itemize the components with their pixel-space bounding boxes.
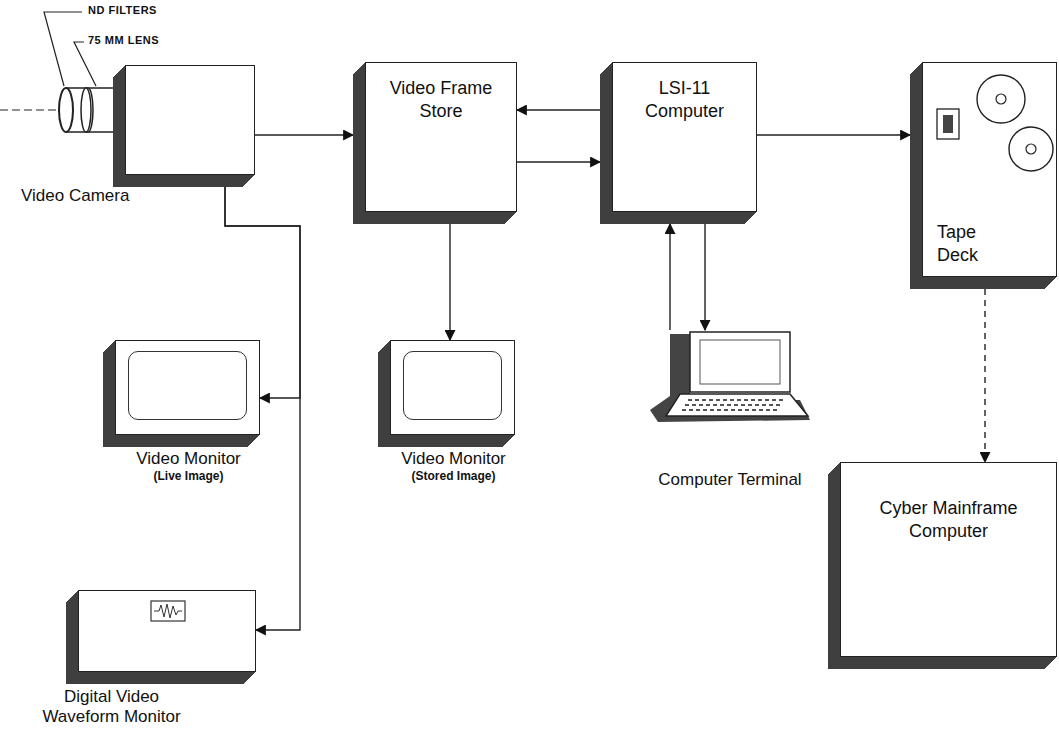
signal-connector	[517, 109, 600, 110]
device-caption: Digital Video Waveform Monitor	[34, 687, 189, 728]
device-subcaption: (Live Image)	[86, 469, 291, 483]
signal-connector	[449, 224, 450, 340]
mainframe-box: Cyber Mainframe Computer	[840, 462, 1057, 657]
leader-line	[44, 12, 82, 86]
device-name: Digital Video Waveform Monitor	[34, 687, 189, 728]
signal-connector	[517, 161, 600, 162]
box-text: Video Frame Store	[366, 63, 516, 122]
device-name: Computer Terminal	[605, 470, 855, 490]
terminal-drawing	[650, 330, 810, 425]
signal-connector	[255, 134, 353, 135]
device-subcaption: (Stored Image)	[351, 469, 556, 483]
monitor-screen	[403, 351, 502, 420]
device-name: Video Camera	[21, 186, 181, 206]
box-label: Tape Deck	[937, 221, 1007, 266]
monitor-screen	[128, 351, 247, 420]
part-label: 75 MM LENS	[86, 34, 161, 46]
computer-terminal: Computer Terminal	[650, 330, 810, 425]
optical-axis	[0, 109, 62, 110]
leader-line	[74, 42, 96, 86]
video-camera: Video Camera	[125, 65, 255, 175]
signal-connector	[704, 224, 705, 330]
device-name: Video Monitor	[86, 449, 291, 469]
filter-back	[81, 88, 91, 132]
frame-store-box: Video Frame Store	[365, 62, 517, 212]
box-text: Cyber Mainframe Computer	[841, 463, 1056, 542]
device-caption: Video Camera	[21, 186, 181, 206]
device-caption: Computer Terminal	[605, 470, 855, 490]
signal-connector	[757, 134, 910, 135]
box-label: LSI-11 Computer	[621, 77, 748, 122]
device-caption: Video Monitor(Live Image)	[86, 449, 291, 484]
filter-front	[59, 88, 73, 132]
waveform-icon	[79, 591, 257, 631]
computer-box: LSI-11 Computer	[612, 62, 757, 212]
tape-deck-box: Tape Deck	[922, 62, 1057, 277]
waveform-monitor: Digital Video Waveform Monitor	[78, 590, 256, 672]
signal-connector	[669, 224, 670, 330]
video-monitor: Video Monitor(Live Image)	[115, 340, 260, 435]
video-monitor: Video Monitor(Stored Image)	[390, 340, 515, 435]
box-label: Cyber Mainframe Computer	[849, 497, 1048, 542]
tape-reels	[923, 63, 1058, 183]
dashed-data-transfer	[984, 289, 985, 462]
device-name: Video Monitor	[351, 449, 556, 469]
device-caption: Video Monitor(Stored Image)	[351, 449, 556, 484]
box-text: LSI-11 Computer	[613, 63, 756, 122]
part-label: ND FILTERS	[86, 4, 159, 16]
box-text: Tape Deck	[937, 221, 1007, 266]
box-label: Video Frame Store	[374, 77, 508, 122]
